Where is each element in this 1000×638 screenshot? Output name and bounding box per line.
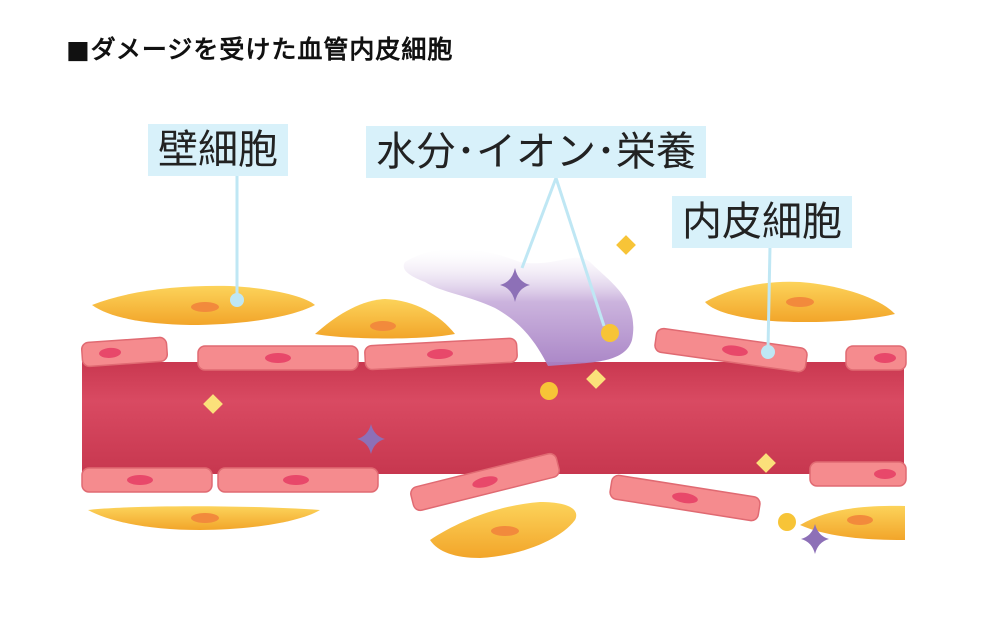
particle-diamond bbox=[203, 394, 223, 414]
particle-diamond bbox=[616, 235, 636, 255]
endothelial-cells-upper bbox=[80, 327, 907, 373]
sparkle-icon bbox=[801, 524, 829, 554]
particle-diamond bbox=[756, 453, 776, 473]
label-endothelial: 内皮細胞 bbox=[672, 196, 852, 248]
page-title: ■ダメージを受けた血管内皮細胞 bbox=[66, 35, 454, 64]
label-nutrients: 水分･イオン･栄養 bbox=[366, 126, 706, 178]
vessel-lumen bbox=[82, 362, 904, 474]
leader-lines bbox=[235, 176, 772, 351]
leader-dots bbox=[230, 293, 775, 359]
particle-diamond bbox=[586, 369, 606, 389]
endothelial-cells-lower bbox=[81, 452, 907, 522]
pericytes-upper bbox=[92, 281, 895, 339]
pericyte-cell bbox=[315, 299, 455, 339]
sparkle-icon bbox=[357, 424, 385, 454]
sparkles bbox=[357, 268, 829, 554]
pericytes-lower bbox=[88, 502, 905, 558]
endothelial-cell bbox=[809, 461, 907, 487]
leakage-plume bbox=[403, 248, 634, 366]
label-pericyte: 壁細胞 bbox=[148, 124, 288, 176]
particle-dot bbox=[540, 382, 558, 400]
particle-dot bbox=[601, 324, 619, 342]
particle-dot bbox=[778, 513, 796, 531]
sparkle-icon bbox=[500, 268, 530, 302]
nutrient-particles bbox=[203, 235, 796, 531]
